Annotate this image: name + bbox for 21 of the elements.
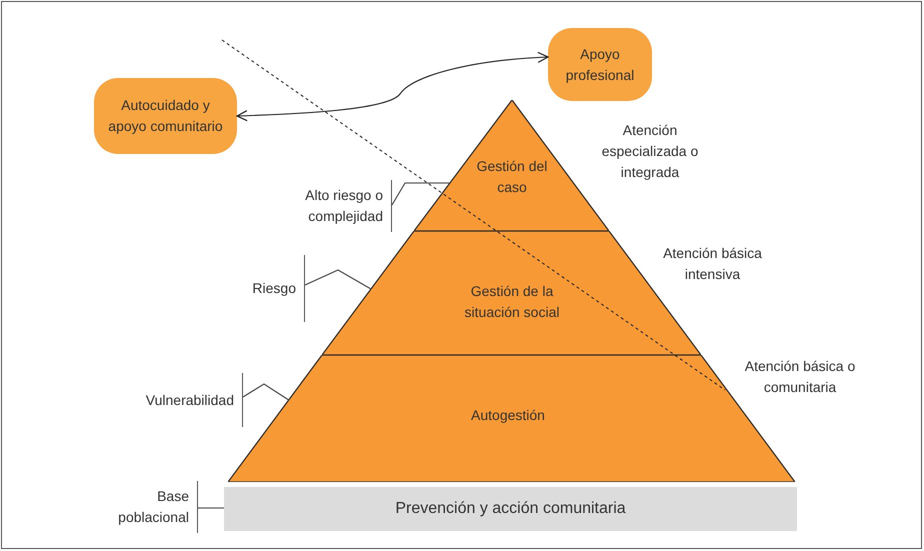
leader-line (198, 507, 224, 509)
rounded-box (548, 28, 652, 101)
base-bar (224, 487, 797, 531)
tier-text: Gestión del caso (476, 157, 548, 197)
care-level-label: Atención básica intensiva (662, 244, 763, 284)
level-label: Riesgo (252, 279, 296, 298)
level-label: Alto riesgo o complejidad (304, 186, 383, 226)
care-level-label: Atención básica o comunitaria (744, 357, 856, 397)
leader-line (242, 383, 289, 400)
care-level-label: Atención especializada o integrada (600, 121, 700, 182)
rounded-box (94, 78, 237, 154)
box-text: Autocuidado y apoyo comunitario (107, 96, 224, 136)
level-label: Vulnerabilidad (146, 390, 234, 410)
double-arrow (236, 52, 549, 122)
leader-line (304, 269, 372, 290)
leader-line (392, 182, 450, 206)
tier-text: Gestión de la situación social (464, 282, 560, 322)
box-text: Apoyo profesional (564, 44, 636, 85)
level-label: Base poblacional (117, 487, 189, 527)
tier-text: Autogestión (470, 406, 546, 425)
bar-text: Prevención y acción comunitaria (395, 499, 626, 519)
